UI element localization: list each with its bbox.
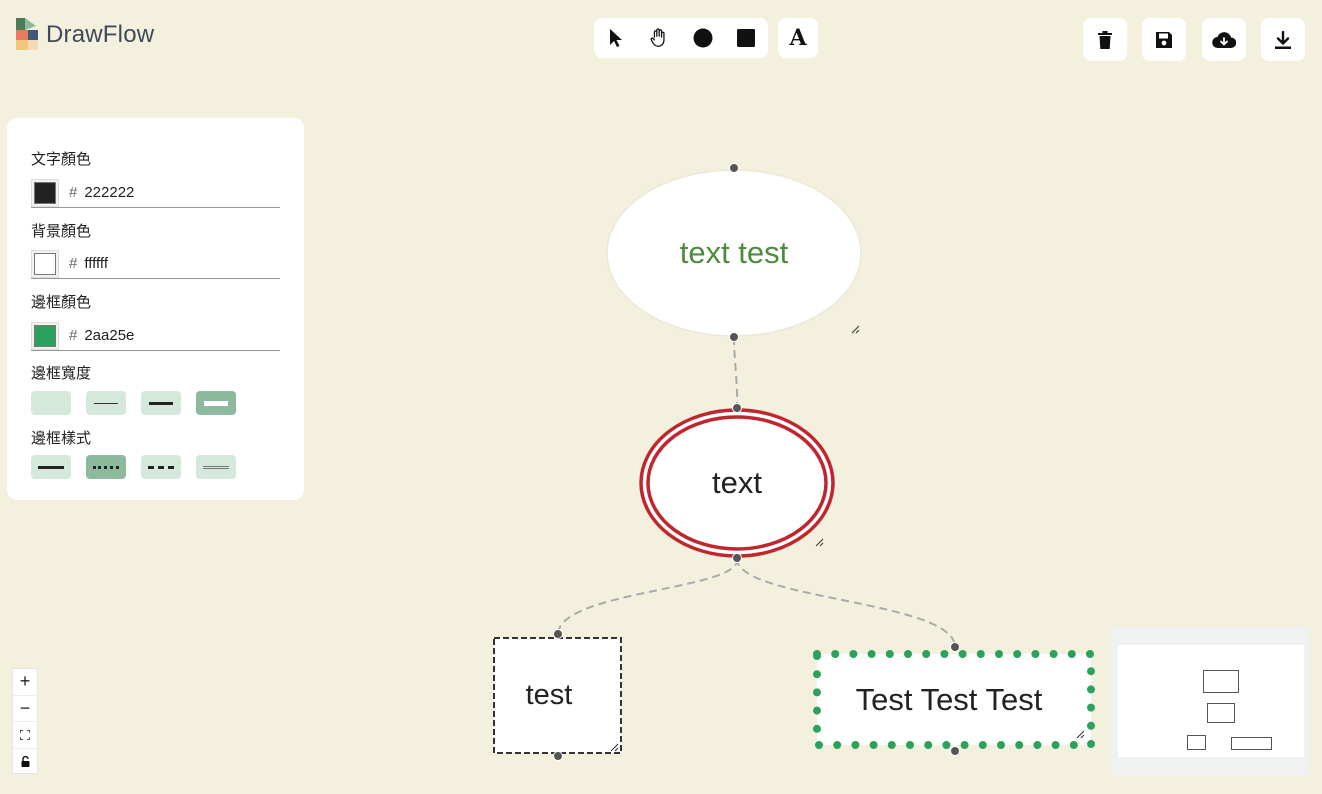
bg-color-field[interactable]: # ffffff	[31, 249, 280, 279]
edge-n2-n4	[735, 557, 956, 648]
resize-handle-icon[interactable]	[610, 743, 619, 752]
line-solid-icon	[38, 465, 64, 469]
line-dashed-icon	[148, 465, 174, 469]
zoom-out-button[interactable]: −	[13, 696, 37, 722]
app-name: DrawFlow	[46, 21, 155, 48]
text-color-label: 文字顏色	[31, 151, 92, 168]
cloud-download-button[interactable]	[1202, 18, 1246, 61]
bg-color-label: 背景顏色	[31, 223, 92, 240]
resize-handle-icon[interactable]	[815, 538, 824, 547]
line-thin-icon	[94, 402, 118, 404]
node-1-label[interactable]: text test	[679, 235, 789, 270]
line-double-icon	[203, 465, 229, 469]
minimap[interactable]	[1111, 627, 1310, 775]
fit-view-button[interactable]	[13, 722, 37, 749]
line-medium-icon	[149, 401, 173, 405]
border-width-medium-button[interactable]	[141, 391, 181, 415]
app-logo: DrawFlow	[16, 18, 154, 52]
node-2-label[interactable]: text	[712, 465, 762, 500]
cloud-download-icon	[1212, 31, 1236, 48]
connector-handle[interactable]	[729, 163, 739, 173]
connector-handle[interactable]	[732, 553, 742, 563]
text-color-value[interactable]: 222222	[84, 184, 135, 201]
connector-handle[interactable]	[950, 642, 960, 652]
rectangle-tool-button[interactable]	[725, 18, 769, 58]
zoom-in-button[interactable]: +	[13, 669, 37, 696]
border-style-dotted-button[interactable]	[86, 455, 126, 479]
border-width-thin-button[interactable]	[86, 391, 126, 415]
edge-n1-n2	[733, 336, 739, 409]
minimap-node	[1207, 703, 1235, 723]
minimap-viewport	[1118, 645, 1304, 757]
connector-handle[interactable]	[732, 403, 742, 413]
connector-handle[interactable]	[553, 751, 563, 761]
border-color-label: 邊框顏色	[31, 294, 92, 311]
style-panel: 文字顏色 # 222222 背景顏色 # ffffff 邊框顏色 # 2aa25…	[7, 118, 304, 500]
connector-handle[interactable]	[729, 332, 739, 342]
border-width-thick-button[interactable]	[196, 391, 236, 415]
hash-prefix: #	[69, 327, 78, 344]
border-style-dashed-button[interactable]	[141, 455, 181, 479]
hand-icon	[650, 28, 665, 47]
pan-tool-button[interactable]	[638, 18, 682, 58]
fit-view-icon	[20, 729, 30, 740]
cursor-arrow-icon	[609, 29, 622, 47]
border-color-swatch	[34, 324, 56, 347]
download-icon	[1275, 30, 1291, 49]
save-button[interactable]	[1142, 18, 1186, 61]
minimap-node	[1231, 737, 1272, 750]
minimap-node	[1203, 670, 1239, 693]
zoom-controls: + −	[12, 668, 38, 774]
line-dotted-icon	[93, 465, 119, 469]
line-thick-icon	[204, 400, 228, 406]
text-color-field[interactable]: # 222222	[31, 178, 280, 208]
lock-button[interactable]	[13, 749, 37, 776]
border-width-label: 邊框寬度	[31, 365, 92, 382]
edge-n2-n3	[557, 557, 739, 635]
border-color-value[interactable]: 2aa25e	[84, 327, 135, 344]
hash-prefix: #	[69, 255, 78, 272]
ellipse-tool-button[interactable]	[681, 18, 725, 58]
text-color-swatch-button[interactable]	[31, 178, 59, 207]
logo-icon	[16, 18, 40, 52]
floppy-disk-icon	[1156, 31, 1172, 48]
circle-icon	[693, 28, 713, 48]
trash-icon	[1098, 30, 1112, 49]
minimap-node	[1187, 735, 1206, 750]
bg-color-swatch-button[interactable]	[31, 249, 59, 278]
node-3-label[interactable]: test	[525, 679, 573, 711]
text-color-swatch	[34, 181, 56, 204]
border-style-solid-button[interactable]	[31, 455, 71, 479]
node-rect-4	[813, 650, 1095, 749]
hash-prefix: #	[69, 184, 78, 201]
connector-handle[interactable]	[950, 746, 960, 756]
square-icon	[737, 29, 756, 47]
lock-icon	[21, 756, 29, 768]
border-style-options	[31, 455, 236, 479]
border-color-swatch-button[interactable]	[31, 321, 59, 350]
tool-group	[594, 18, 768, 58]
node-4-label[interactable]: Test Test Test	[855, 681, 1043, 717]
border-color-field[interactable]: # 2aa25e	[31, 321, 280, 351]
border-style-label: 邊框樣式	[31, 430, 92, 447]
border-width-options	[31, 391, 236, 415]
node-ellipse-2-inner	[646, 415, 828, 551]
resize-handle-icon[interactable]	[1076, 730, 1085, 739]
bg-color-swatch	[34, 252, 56, 275]
text-tool-button[interactable]: A	[778, 18, 818, 58]
download-button[interactable]	[1261, 18, 1305, 61]
connector-handle[interactable]	[553, 629, 563, 639]
border-width-none-button[interactable]	[31, 391, 71, 415]
border-style-double-button[interactable]	[196, 455, 236, 479]
text-icon: A	[789, 25, 807, 51]
select-tool-button[interactable]	[594, 18, 638, 58]
resize-handle-icon[interactable]	[851, 325, 860, 334]
bg-color-value[interactable]: ffffff	[84, 255, 108, 272]
delete-button[interactable]	[1083, 18, 1127, 61]
